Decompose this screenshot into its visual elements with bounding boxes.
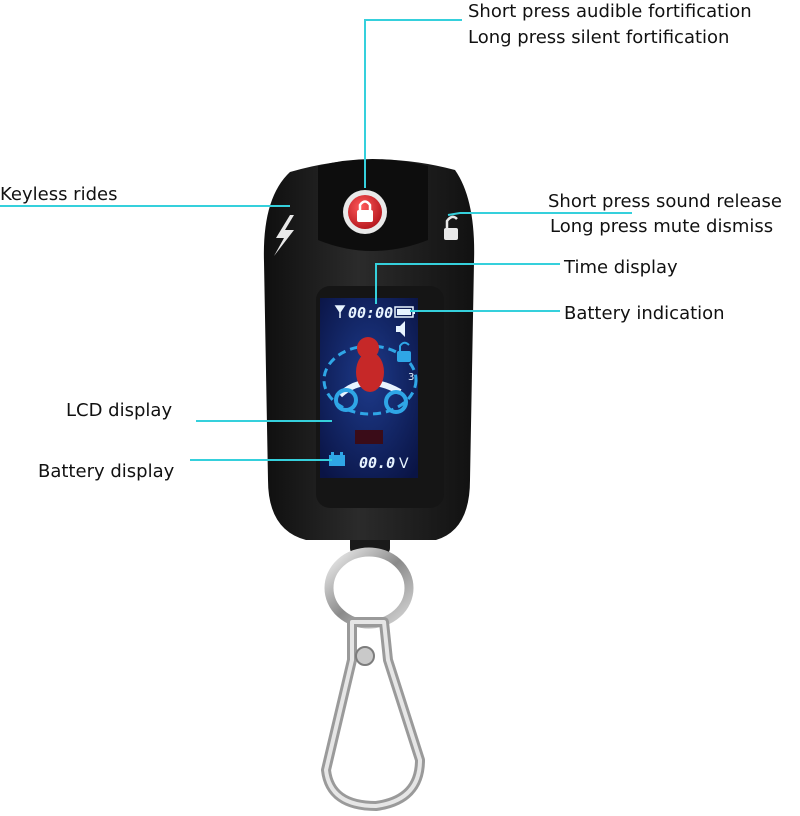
- callout-line-lock: [364, 19, 462, 188]
- motorbike-rider-icon: [334, 337, 408, 414]
- callout-unlock-line2: Long press mute dismiss: [550, 216, 774, 237]
- key-ring: [324, 530, 414, 629]
- voltage-row: 00.0 V: [329, 452, 409, 472]
- voltage-unit: V: [399, 456, 409, 472]
- callout-battery-indication: Battery indication: [564, 303, 725, 324]
- unlock-icon: [444, 215, 458, 240]
- antenna-icon: [334, 305, 346, 318]
- keyless-button[interactable]: [274, 215, 294, 256]
- callout-unlock-line1: Short press sound release: [548, 191, 782, 212]
- carabiner-clip: [321, 617, 425, 811]
- lock-icon: [357, 200, 373, 222]
- callout-lock-line2: Long press silent fortification: [468, 27, 730, 48]
- callout-line-unlock: [447, 212, 632, 216]
- callout-lines: [0, 19, 632, 461]
- callout-lcd-display: LCD display: [66, 400, 173, 421]
- voltage-readout: 00.0: [359, 454, 395, 472]
- unlock-button[interactable]: [444, 215, 458, 240]
- lock-button[interactable]: [343, 190, 387, 234]
- gear-indicator: 3: [408, 372, 414, 383]
- car-battery-icon: [329, 452, 345, 466]
- time-readout: 00:00: [348, 304, 393, 322]
- callout-time-display: Time display: [564, 257, 678, 278]
- callout-lock-line1: Short press audible fortification: [468, 1, 752, 22]
- speaker-icon: [396, 321, 405, 337]
- callout-keyless: Keyless rides: [0, 184, 118, 205]
- lightning-icon: [274, 215, 294, 256]
- callout-line-time: [375, 263, 560, 304]
- callout-battery-display: Battery display: [38, 461, 175, 482]
- lcd-unlock-icon: [397, 341, 411, 362]
